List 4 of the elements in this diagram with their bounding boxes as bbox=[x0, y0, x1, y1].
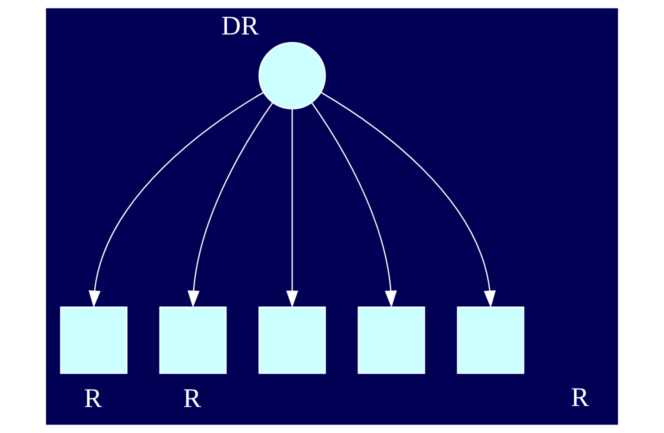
node-label: DR bbox=[221, 10, 259, 41]
node-label: R bbox=[84, 383, 102, 414]
label: R bbox=[571, 382, 590, 412]
node-label: R bbox=[183, 383, 202, 414]
